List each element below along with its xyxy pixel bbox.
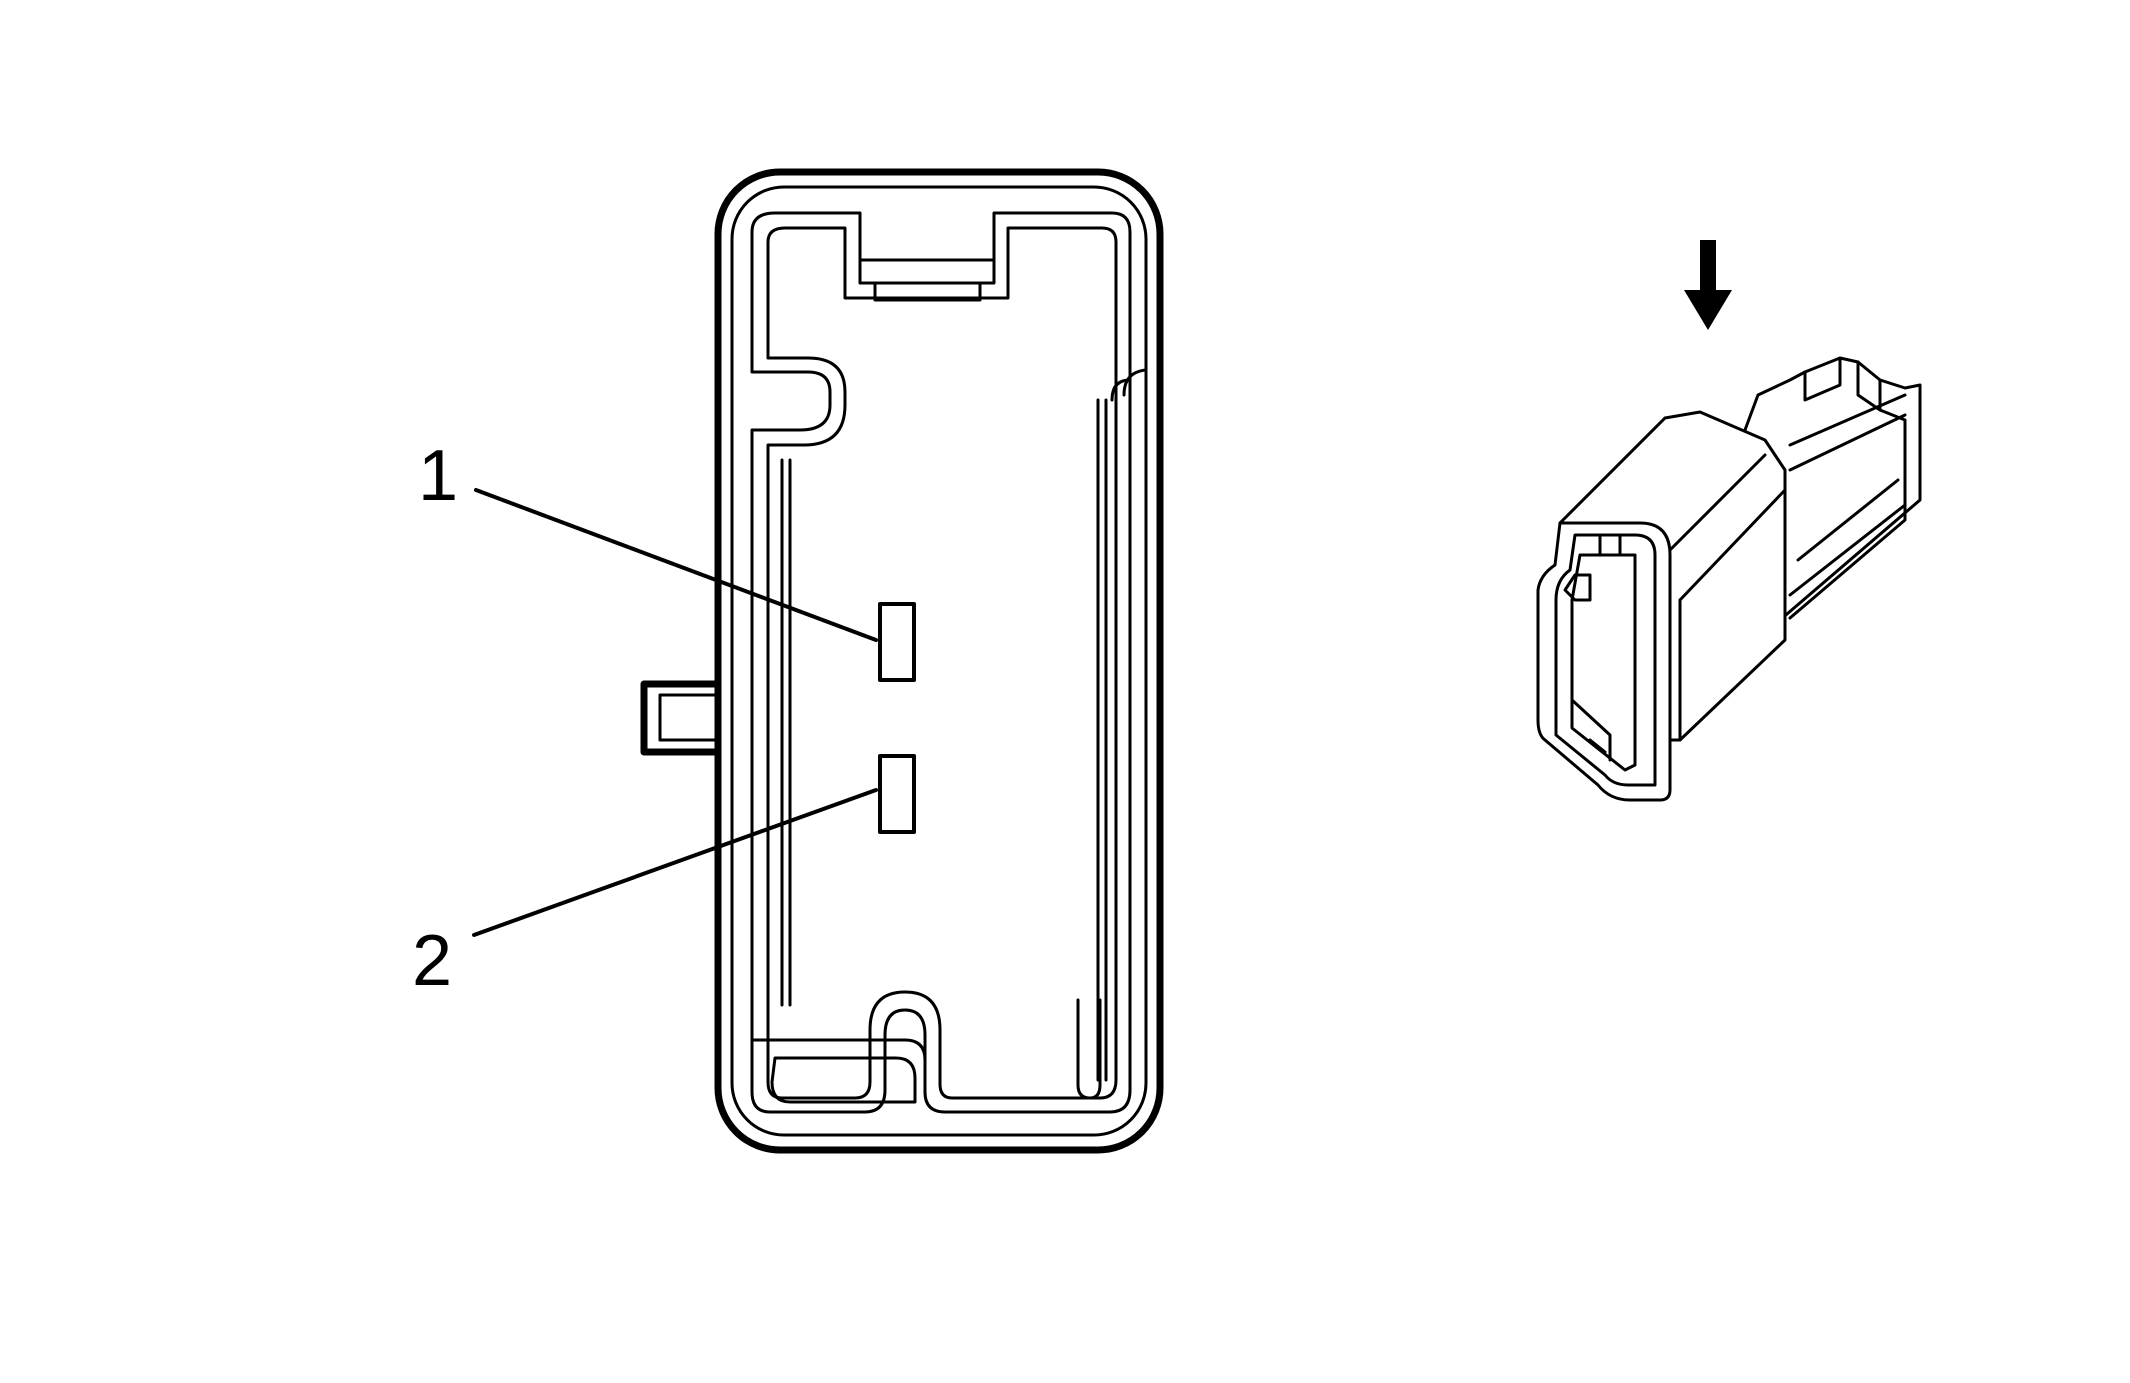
callout-label-1: 1: [418, 436, 458, 516]
leader-line-2: [472, 788, 878, 937]
connector-outer-housing: [714, 168, 1164, 1154]
right-rail-top: [1110, 368, 1148, 402]
mating-face-latch: [1563, 533, 1622, 602]
connector-cavity-inner: [766, 226, 1118, 1100]
connector-cavity-outline: [750, 211, 1132, 1114]
terminal-2: [878, 754, 916, 834]
top-notch-detail: [858, 258, 996, 302]
mating-face-bottom-key: [1570, 698, 1612, 762]
callout-label-2: 2: [412, 921, 452, 1001]
mating-face-outer: [1536, 521, 1672, 802]
bottom-left-pocket: [770, 1056, 917, 1104]
mating-face-cavity: [1570, 553, 1637, 772]
main-body-edge: [1653, 453, 1787, 742]
connector-face-view: [472, 168, 1164, 1154]
connector-isometric-view: [1536, 356, 1922, 802]
bottom-right-groove: [1076, 998, 1102, 1100]
rear-rib-line: [1788, 393, 1907, 472]
rear-flank: [1788, 408, 1907, 620]
rear-rib: [1803, 356, 1842, 402]
terminal-1: [878, 602, 916, 682]
mating-face-inner: [1554, 533, 1657, 787]
rear-flank-inner: [1788, 478, 1907, 597]
connector-inner-rim: [730, 185, 1148, 1137]
rear-rib: [1856, 360, 1882, 412]
leader-line-1: [474, 488, 878, 642]
bottom-left-pocket-inner: [750, 1038, 927, 1062]
down-arrow-icon: [1684, 240, 1732, 330]
direction-arrow: [1684, 240, 1732, 330]
side-latch-tab: [640, 680, 722, 756]
side-latch-tab-inner: [658, 693, 720, 742]
